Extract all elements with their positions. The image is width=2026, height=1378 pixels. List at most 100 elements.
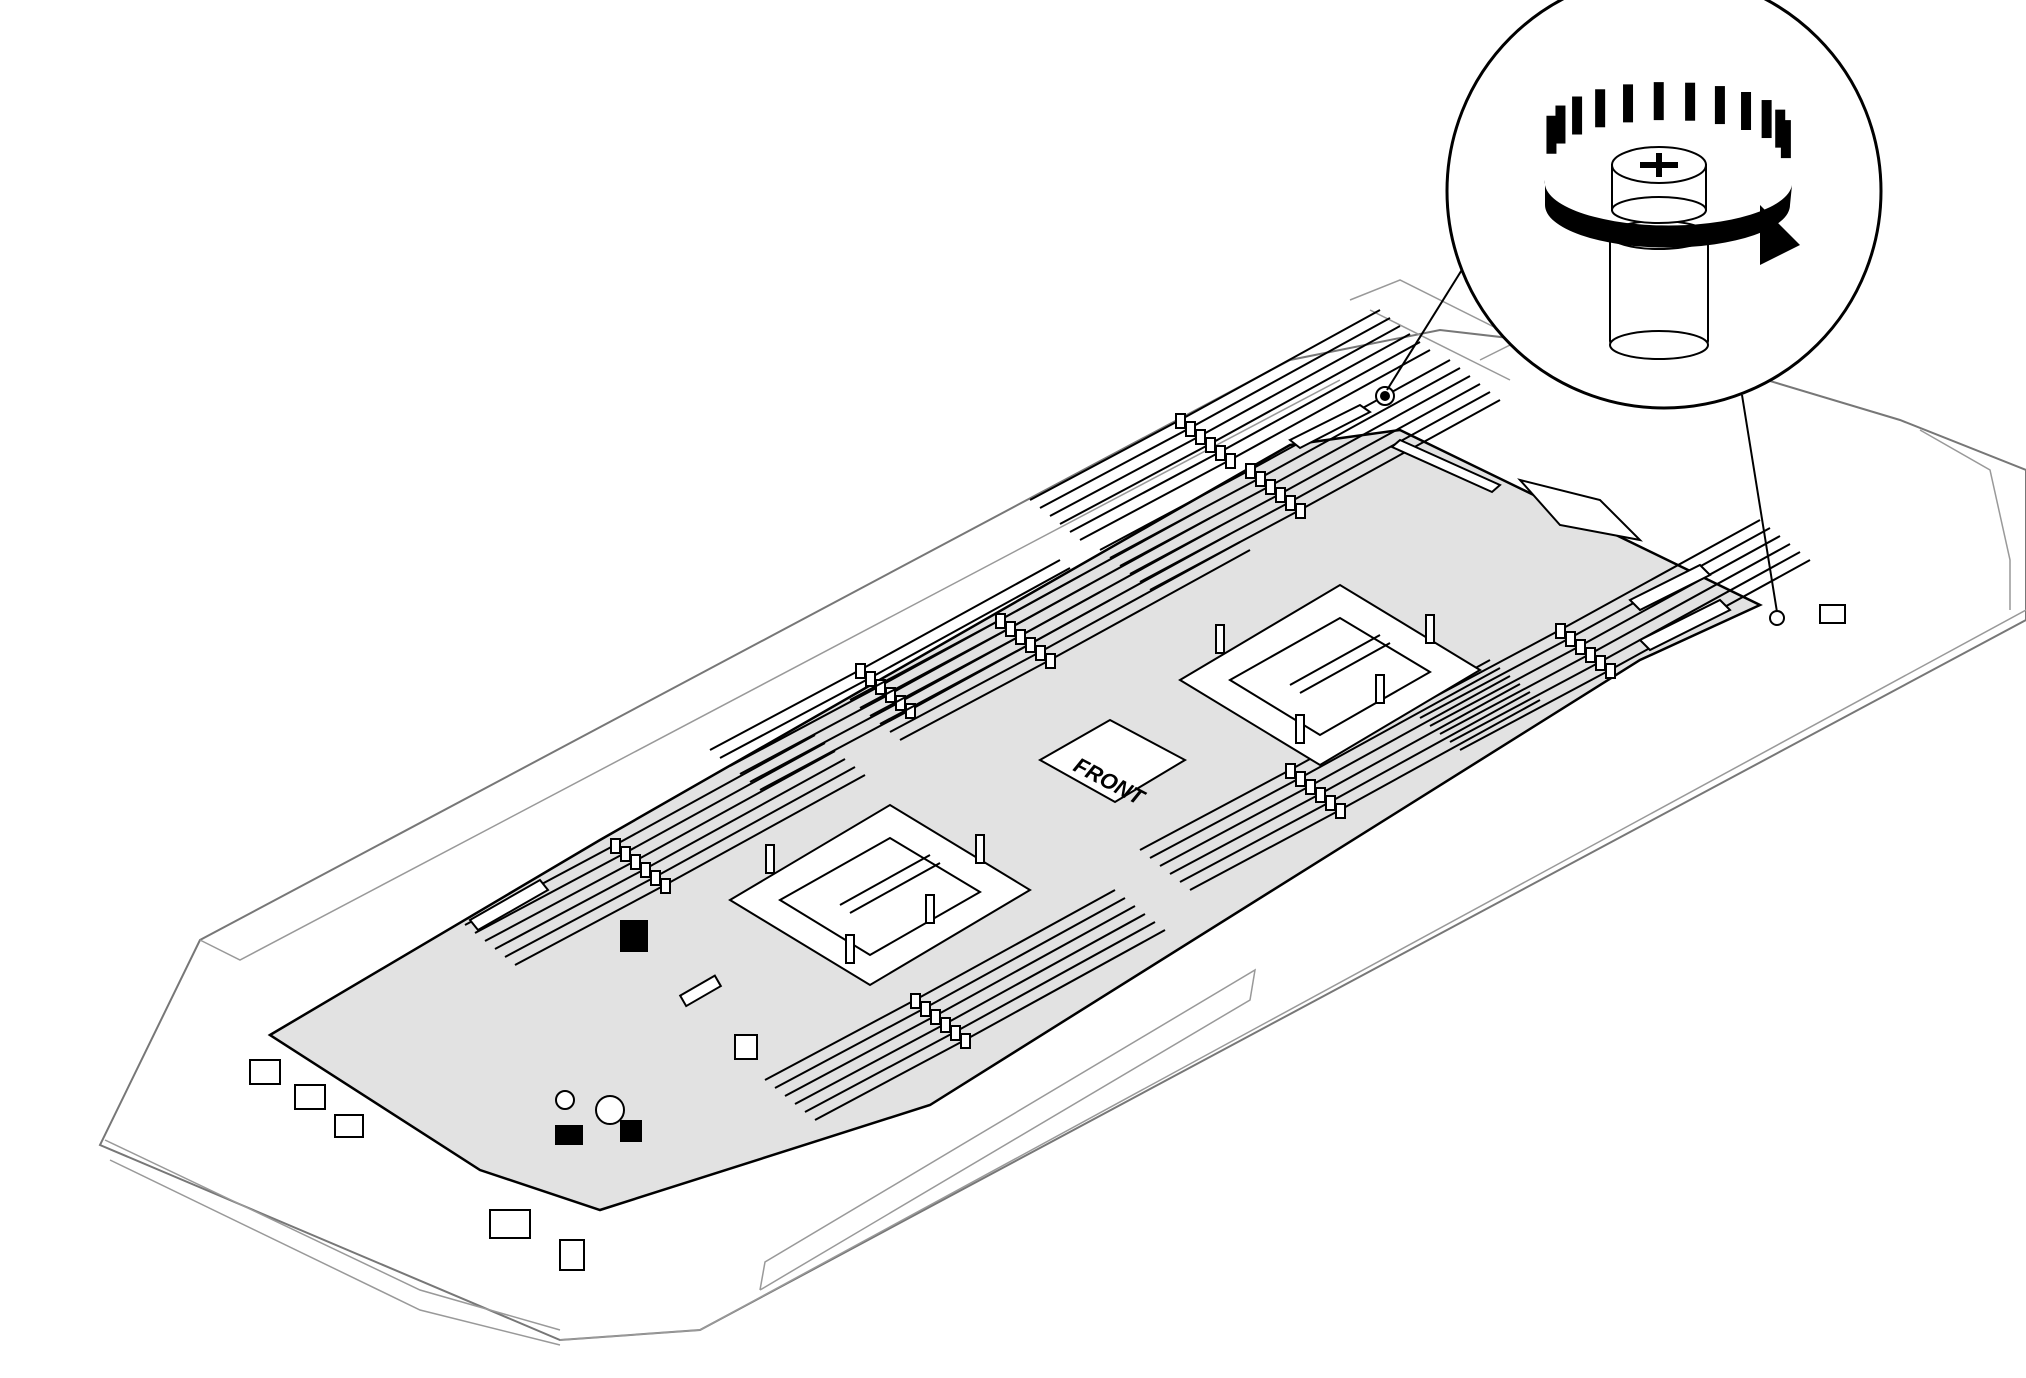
dimm-slot (849, 619, 1001, 701)
dimm-slot (514, 884, 666, 966)
dimm-latch (1315, 787, 1326, 803)
dimm-latch (1585, 647, 1596, 663)
dimm-slot (484, 860, 636, 942)
dimm-latch (1025, 637, 1036, 653)
dimm-slot (614, 734, 816, 846)
standoff (1215, 624, 1225, 654)
dimm-latch (1555, 623, 1566, 639)
dimm-latch (1275, 487, 1286, 503)
dimm-latch (950, 1025, 961, 1041)
dimm-slot (1559, 519, 1761, 631)
rotation-dash (1623, 84, 1634, 123)
dimm-slot (1109, 477, 1261, 559)
dimm-slot (1439, 653, 1591, 735)
dimm-latch (1325, 795, 1336, 811)
dimm-latch (1185, 421, 1196, 437)
dimm-latch (865, 671, 876, 687)
captive-screw-location[interactable] (1375, 386, 1785, 626)
dimm-slot (784, 1015, 936, 1097)
dimm-latch (1265, 479, 1276, 495)
dimm-slot (889, 651, 1041, 733)
rotation-dash (1572, 96, 1583, 135)
cpu-socket (778, 836, 982, 957)
standoff (1425, 614, 1435, 644)
dimm-slot (1589, 543, 1791, 655)
dimm-latch (1285, 763, 1296, 779)
dimm-slot (739, 693, 891, 775)
dimm-latch (1565, 631, 1576, 647)
dimm-latch (920, 1001, 931, 1017)
dimm-slot (729, 685, 881, 767)
dimm-slot (1139, 501, 1291, 583)
dimm-slot (1269, 375, 1471, 487)
standoff (1375, 674, 1385, 704)
dimm-slot (759, 709, 911, 791)
dimm-latch (1005, 621, 1016, 637)
dimm-slot (869, 635, 1021, 717)
dimm-slot (859, 559, 1061, 671)
dimm-slot (804, 1031, 956, 1113)
dimm-slot (1429, 645, 1581, 727)
dimm-slot (1049, 435, 1201, 517)
dimm-latch (995, 613, 1006, 629)
dimm-latch (960, 1033, 971, 1049)
dimm-slot (1279, 383, 1481, 495)
screw-callout (1386, 0, 1883, 613)
dimm-slot (764, 999, 916, 1081)
processor-sockets (728, 583, 1482, 987)
dimm-slot (944, 913, 1146, 1025)
dimm-slot (1259, 367, 1461, 479)
rotation-dash (1780, 120, 1791, 159)
dimm-slot (1339, 699, 1541, 811)
socket-divider (839, 854, 931, 906)
dimm-latch (1295, 771, 1306, 787)
dimm-slot (814, 1039, 966, 1121)
dimm-slot (719, 677, 871, 759)
dimm-slot (1129, 493, 1281, 575)
dimm-slot (1099, 469, 1251, 551)
dimm-slot (924, 897, 1126, 1009)
dimm-slot (474, 852, 626, 934)
dimm-latch (1575, 639, 1586, 655)
dimm-slot (494, 868, 646, 950)
socket-divider (849, 862, 941, 914)
dimm-slot (954, 921, 1156, 1033)
dimm-slot (709, 669, 861, 751)
dimm-slot (624, 742, 826, 854)
dimm-slot (794, 1023, 946, 1105)
standoff (845, 934, 855, 964)
standoff (765, 844, 775, 874)
dimm-latch (620, 846, 631, 862)
standoff (1295, 714, 1305, 744)
dimm-slot (934, 905, 1136, 1017)
dimm-slot (1329, 691, 1531, 803)
dimm-slot (644, 758, 846, 870)
dimm-latch (630, 854, 641, 870)
dimm-latch (1225, 453, 1236, 469)
rotation-dash (1595, 89, 1606, 128)
dimm-latch (940, 1017, 951, 1033)
rotation-dash (1761, 100, 1772, 139)
dimm-latch (1175, 413, 1186, 429)
rotation-dash (1714, 86, 1725, 125)
rotate-clockwise-icon (1544, 82, 1800, 265)
rotation-dash (1685, 82, 1696, 121)
pcie-riser-slots (468, 403, 1732, 932)
dimm-slot (859, 627, 1011, 709)
dimm-slot (1229, 349, 1431, 461)
dimm-slot (1459, 669, 1611, 751)
cpu-socket-frame (728, 803, 1032, 987)
dimm-latch (1205, 437, 1216, 453)
dimm-slot (869, 567, 1071, 679)
rotation-dash (1775, 109, 1786, 148)
dimm-slot (1149, 777, 1301, 859)
dimm-slot (1299, 667, 1501, 779)
rotation-dash (1741, 91, 1752, 130)
system-board: FRONT (249, 309, 1846, 1271)
dimm-latch (1295, 503, 1306, 519)
dimm-slot (1219, 341, 1421, 453)
dimm-slot (1419, 637, 1571, 719)
dimm-latch (1215, 445, 1226, 461)
dimm-slot (1179, 309, 1381, 421)
dimm-slot (1119, 485, 1271, 567)
